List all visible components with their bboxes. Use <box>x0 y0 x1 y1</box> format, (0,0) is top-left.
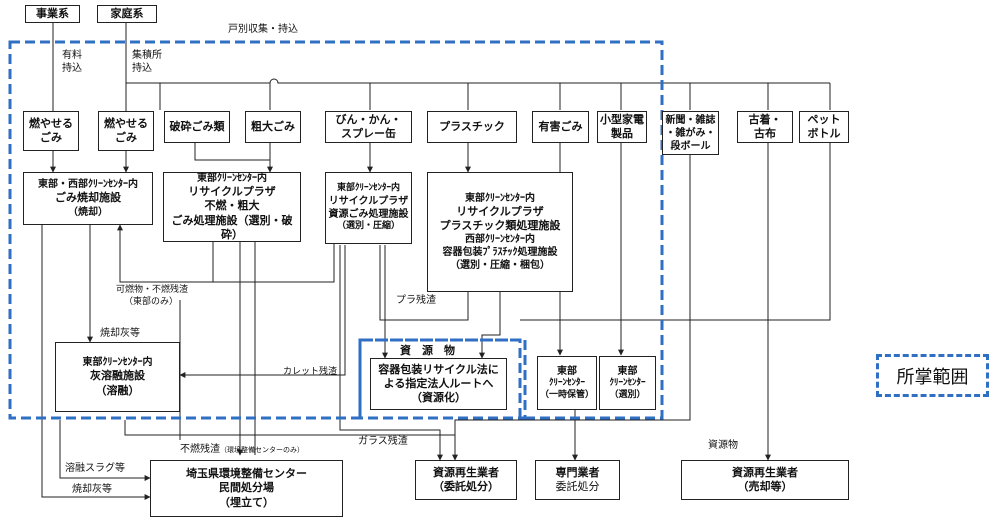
facility-east-storage: 東部 ｸﾘｰﾝｾﾝﾀｰ （一時保管） <box>537 356 597 410</box>
category-pet-bottles: ペットボトル <box>799 111 849 143</box>
label-nonburnable-residue: 不燃残渣（環境整備センターのみ） <box>180 444 304 456</box>
facility-ash-melting: 東部ｸﾘｰﾝｾﾝﾀｰ内 灰溶融施設 （溶融） <box>55 342 180 412</box>
category-burnable-business: 燃やせるごみ <box>23 111 79 151</box>
category-plastic: プラスチック <box>427 111 517 143</box>
label-nonburnable-residue-note: （環境整備センターのみ） <box>220 446 304 454</box>
resources-heading: 資 源 物 <box>400 344 455 357</box>
category-burnable-household: 燃やせるごみ <box>98 111 154 151</box>
label-incineration-ash-landfill: 焼却灰等 <box>72 484 112 495</box>
scope-boundary <box>8 40 664 420</box>
label-burnable-residue-1: 可燃物・不燃残渣 <box>116 285 189 295</box>
scope-region-resources <box>358 338 527 420</box>
label-burnable-residue-2: （東部のみ） <box>124 297 179 307</box>
label-glass-residue: ガラス残渣 <box>358 436 408 447</box>
destination-specialists: 専門業者 委託処分 <box>535 460 620 500</box>
source-household: 家庭系 <box>97 5 157 23</box>
scope-legend: 所掌範囲 <box>876 354 989 397</box>
category-crushed: 破砕ごみ類 <box>164 111 230 143</box>
facility-resource-processing: 東部ｸﾘｰﾝｾﾝﾀｰ内 リサイクルプラザ 資源ごみ処理施設 （選別・圧縮） <box>325 172 412 244</box>
route-paid-carry-in-1: 有料 <box>62 50 82 61</box>
scope-legend-label: 所掌範囲 <box>896 366 969 388</box>
destination-recyclers-sale: 資源再生業者 （売却等） <box>681 460 849 500</box>
category-bottles-cans: びん・かん・スプレー缶 <box>325 111 412 143</box>
category-hazardous: 有害ごみ <box>532 111 589 143</box>
destination-landfill: 埼玉県環境整備センター 民間処分場 （埋立て） <box>150 460 343 517</box>
facility-resources-route: 容器包装リサイクル法に よる指定法人ルートへ （資源化） <box>370 358 507 410</box>
route-collection-point-2: 持込 <box>132 63 152 74</box>
category-small-appliances: 小型家電製品 <box>597 111 647 143</box>
destination-recyclers-consigned: 資源再生業者 （委託処分） <box>415 460 517 500</box>
label-plastic-residue: プラ残渣 <box>396 295 436 306</box>
flow-collection-bus <box>126 78 831 110</box>
label-nonburnable-residue-text: 不燃残渣 <box>180 444 220 455</box>
facility-east-sorting: 東部 ｸﾘｰﾝｾﾝﾀｰ （選別） <box>599 356 656 410</box>
category-paper: 新聞・雑誌・雑がみ・段ボール <box>662 111 719 155</box>
label-resources: 資源物 <box>708 440 738 451</box>
facility-plastic-processing: 東部ｸﾘｰﾝｾﾝﾀｰ内 リサイクルプラザ プラスチック類処理施設 西部ｸﾘｰﾝｾ… <box>427 172 573 292</box>
facility-incineration: 東部・西部ｸﾘｰﾝｾﾝﾀｰ内 ごみ焼却施設 （焼却） <box>23 172 153 225</box>
facility-recycle-plaza: 東部ｸﾘｰﾝｾﾝﾀｰ内 リサイクルプラザ 不燃・粗大 ごみ処理施設（選別・破 砕… <box>163 172 301 242</box>
category-clothes: 古着・古布 <box>737 111 793 143</box>
category-bulky: 粗大ごみ <box>245 111 301 143</box>
route-door-to-door: 戸別収集・持込 <box>228 24 298 35</box>
label-incineration-ash: 焼却灰等 <box>100 328 140 339</box>
route-paid-carry-in-2: 持込 <box>62 63 82 74</box>
label-cullet-residue: カレット残渣 <box>283 367 338 377</box>
route-collection-point-1: 集積所 <box>132 50 162 61</box>
source-business: 事業系 <box>25 5 80 23</box>
label-slag: 溶融スラグ等 <box>65 463 125 474</box>
